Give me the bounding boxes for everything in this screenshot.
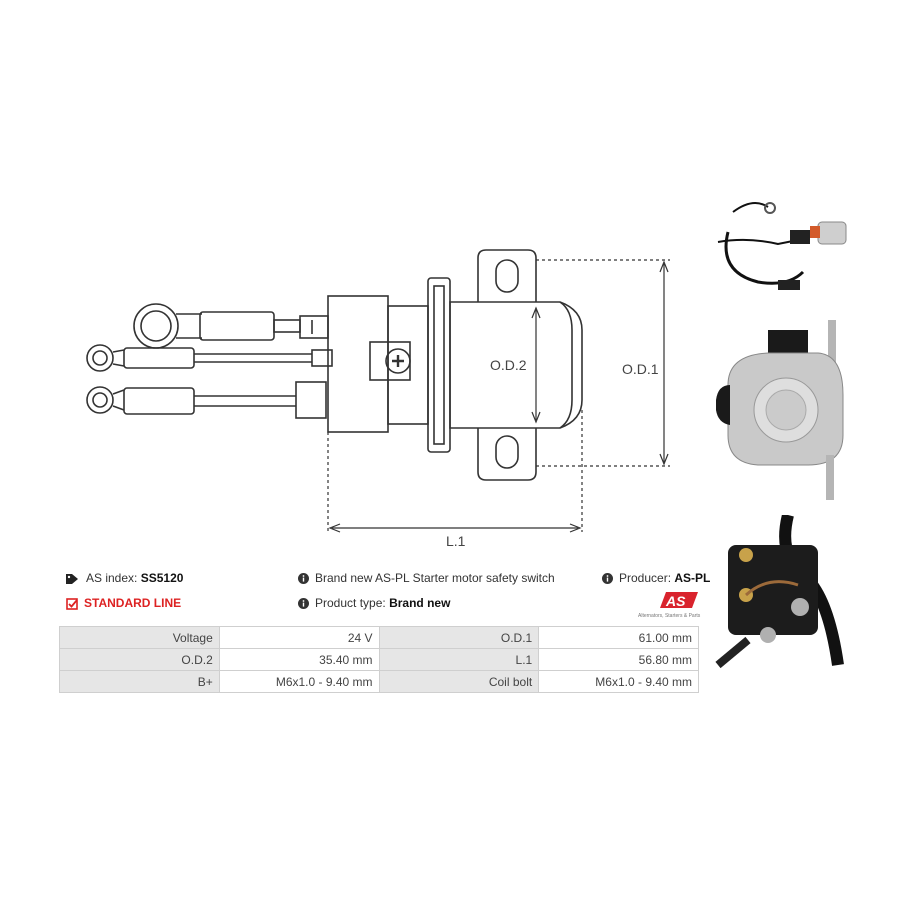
- technical-drawing: O.D.2 O.D.1 L.1: [86, 249, 670, 549]
- table-row: B+ M6x1.0 - 9.40 mm Coil bolt M6x1.0 - 9…: [59, 670, 699, 693]
- spec-key: Voltage: [59, 626, 220, 649]
- spec-value: M6x1.0 - 9.40 mm: [218, 670, 380, 693]
- spec-value: M6x1.0 - 9.40 mm: [538, 670, 699, 693]
- logo-text: AS: [665, 593, 686, 609]
- spec-key: O.D.1: [378, 626, 540, 649]
- product-photo-terminals: [708, 515, 858, 675]
- description-text: Brand new AS-PL Starter motor safety swi…: [315, 571, 555, 585]
- info-icon: [298, 598, 309, 610]
- spec-key: B+: [59, 670, 220, 693]
- ring-terminal-small-2: [86, 386, 114, 414]
- standard-line-label: STANDARD LINE: [84, 596, 182, 610]
- l1-label: L.1: [446, 533, 466, 549]
- info-icon: [298, 573, 309, 585]
- standard-line: STANDARD LINE: [66, 596, 181, 610]
- as-index: AS index: SS5120: [66, 571, 183, 585]
- producer-label: Producer:: [619, 571, 672, 585]
- producer: Producer: AS-PL: [602, 571, 710, 585]
- info-icon: [602, 573, 613, 585]
- spec-value: 24 V: [218, 626, 380, 649]
- spec-value: 56.80 mm: [538, 648, 699, 671]
- as-pl-logo: AS Alternators, Starters & Parts: [638, 592, 701, 619]
- product-type: Product type: Brand new: [298, 596, 450, 610]
- screw: [385, 348, 411, 374]
- table-row: Voltage 24 V O.D.1 61.00 mm: [59, 626, 699, 649]
- producer-value: AS-PL: [674, 571, 711, 585]
- spec-value: 35.40 mm: [218, 648, 380, 671]
- description: Brand new AS-PL Starter motor safety swi…: [298, 571, 555, 585]
- od1-label: O.D.1: [622, 361, 659, 377]
- product-photo-wiring: [708, 192, 858, 292]
- spec-key: L.1: [378, 648, 540, 671]
- od2-label: O.D.2: [490, 357, 527, 373]
- table-row: O.D.2 35.40 mm L.1 56.80 mm: [59, 648, 699, 671]
- spec-key: O.D.2: [59, 648, 220, 671]
- logo-tagline: Alternators, Starters & Parts: [638, 613, 701, 619]
- product-photo-solenoid: [708, 315, 858, 505]
- ring-terminal-small-1: [86, 344, 114, 372]
- as-index-value: SS5120: [140, 571, 184, 585]
- spec-key: Coil bolt: [378, 670, 540, 693]
- spec-value: 61.00 mm: [538, 626, 699, 649]
- as-index-label: AS index:: [86, 571, 138, 585]
- product-type-label: Product type:: [315, 596, 386, 610]
- checkbox-icon: [66, 598, 78, 610]
- specs-table: Voltage 24 V O.D.1 61.00 mm O.D.2 35.40 …: [59, 626, 699, 693]
- tag-icon: [66, 573, 78, 584]
- product-type-value: Brand new: [389, 596, 451, 610]
